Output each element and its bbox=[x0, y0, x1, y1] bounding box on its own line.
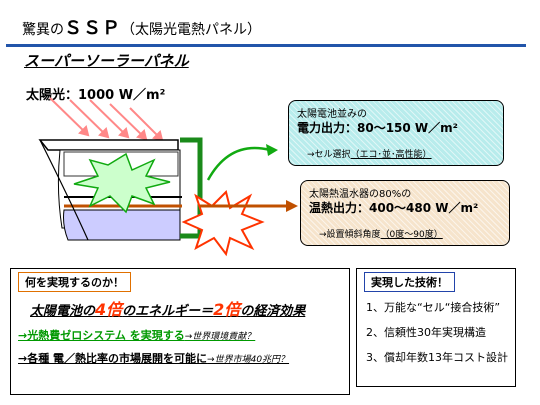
economic-effect: 太陽電池の4倍のエネルギー＝2倍の経済効果 bbox=[30, 300, 306, 319]
pv-line1: 太陽電池並みの bbox=[297, 109, 367, 120]
thermal-output-value: 温熱出力：400～480 W／m² bbox=[309, 201, 479, 215]
subtitle: スーパーソーラーパネル bbox=[24, 52, 189, 70]
economic-multiplier: 2倍 bbox=[213, 300, 241, 319]
tech-item: 2、信頼性30年実現構造 bbox=[366, 326, 486, 339]
goals-panel bbox=[10, 268, 350, 395]
goal-item-zero-cost: →光熱費ゼロシステム を実現する→世界環境貢献？ bbox=[18, 329, 256, 342]
pv-output-value: 電力出力：80～150 W／m² bbox=[297, 121, 458, 135]
irradiance-label: 太陽光：1000 W／m² bbox=[26, 88, 166, 103]
thermal-output-box: 太陽熱温水器の80%の 温熱出力：400～480 W／m² →設置傾斜角度（0度… bbox=[300, 180, 510, 246]
tech-heading: 実現した技術！ bbox=[364, 272, 455, 292]
title-rule bbox=[6, 44, 526, 47]
green-starburst bbox=[73, 152, 171, 214]
pv-cell-selection: →セル選択（エコ･並･高性能） bbox=[307, 150, 432, 160]
title-main: ＳＳＰ bbox=[64, 18, 121, 39]
pv-output-box: 太陽電池並みの 電力出力：80～150 W／m² →セル選択（エコ･並･高性能） bbox=[288, 100, 504, 166]
thermal-line1: 太陽熱温水器の80%の bbox=[309, 189, 412, 200]
goals-heading: 何を実現するのか！ bbox=[18, 272, 131, 292]
slide-title: 驚異のＳＳＰ（太陽光電熱パネル） bbox=[22, 14, 261, 40]
energy-multiplier: 4倍 bbox=[95, 300, 123, 319]
red-starburst bbox=[181, 190, 265, 257]
goal-item-market: →各種 電／熱比率の市場展開を可能に→世界市場40兆円？ bbox=[18, 352, 290, 365]
title-prefix: 驚異の bbox=[22, 22, 64, 38]
electric-output-arrow bbox=[206, 144, 278, 181]
thermal-tilt-angle: →設置傾斜角度（0度～90度） bbox=[319, 230, 443, 240]
tech-item: 3、償却年数13年コスト設計 bbox=[366, 351, 508, 364]
tech-item: 1、万能な“セル“接合技術” bbox=[366, 301, 501, 314]
title-suffix: （太陽光電熱パネル） bbox=[121, 22, 261, 38]
heat-output-arrow bbox=[200, 200, 298, 212]
sunlight-arrows bbox=[49, 97, 164, 142]
tech-panel bbox=[356, 268, 516, 387]
